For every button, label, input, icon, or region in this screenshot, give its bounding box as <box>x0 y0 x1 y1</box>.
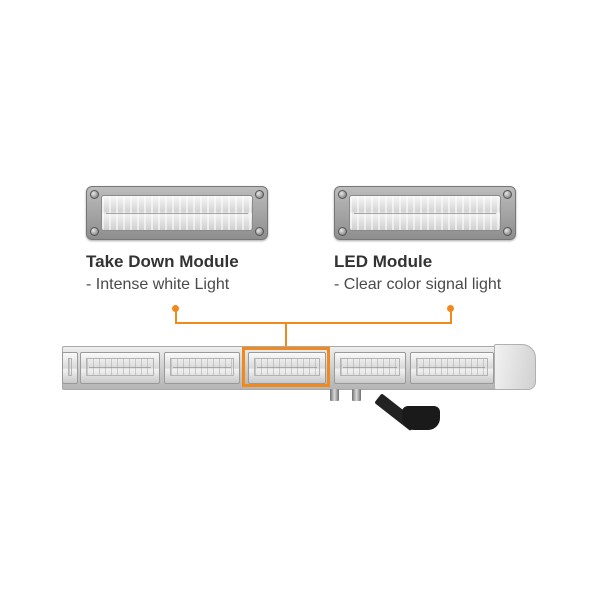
led-module-title: LED Module <box>334 252 433 271</box>
connector-line-left <box>175 308 177 323</box>
take-down-module-image <box>86 186 268 240</box>
connector-line-center <box>285 322 287 348</box>
connector-line-right <box>450 308 452 323</box>
led-module-image <box>334 186 516 240</box>
take-down-module-title: Take Down Module <box>86 252 239 271</box>
connector-line-horizontal <box>175 322 452 324</box>
take-down-module-description: - Intense white Light <box>86 276 230 293</box>
highlighted-module-frame <box>242 347 330 387</box>
led-module-description: - Clear color signal light <box>334 276 502 293</box>
